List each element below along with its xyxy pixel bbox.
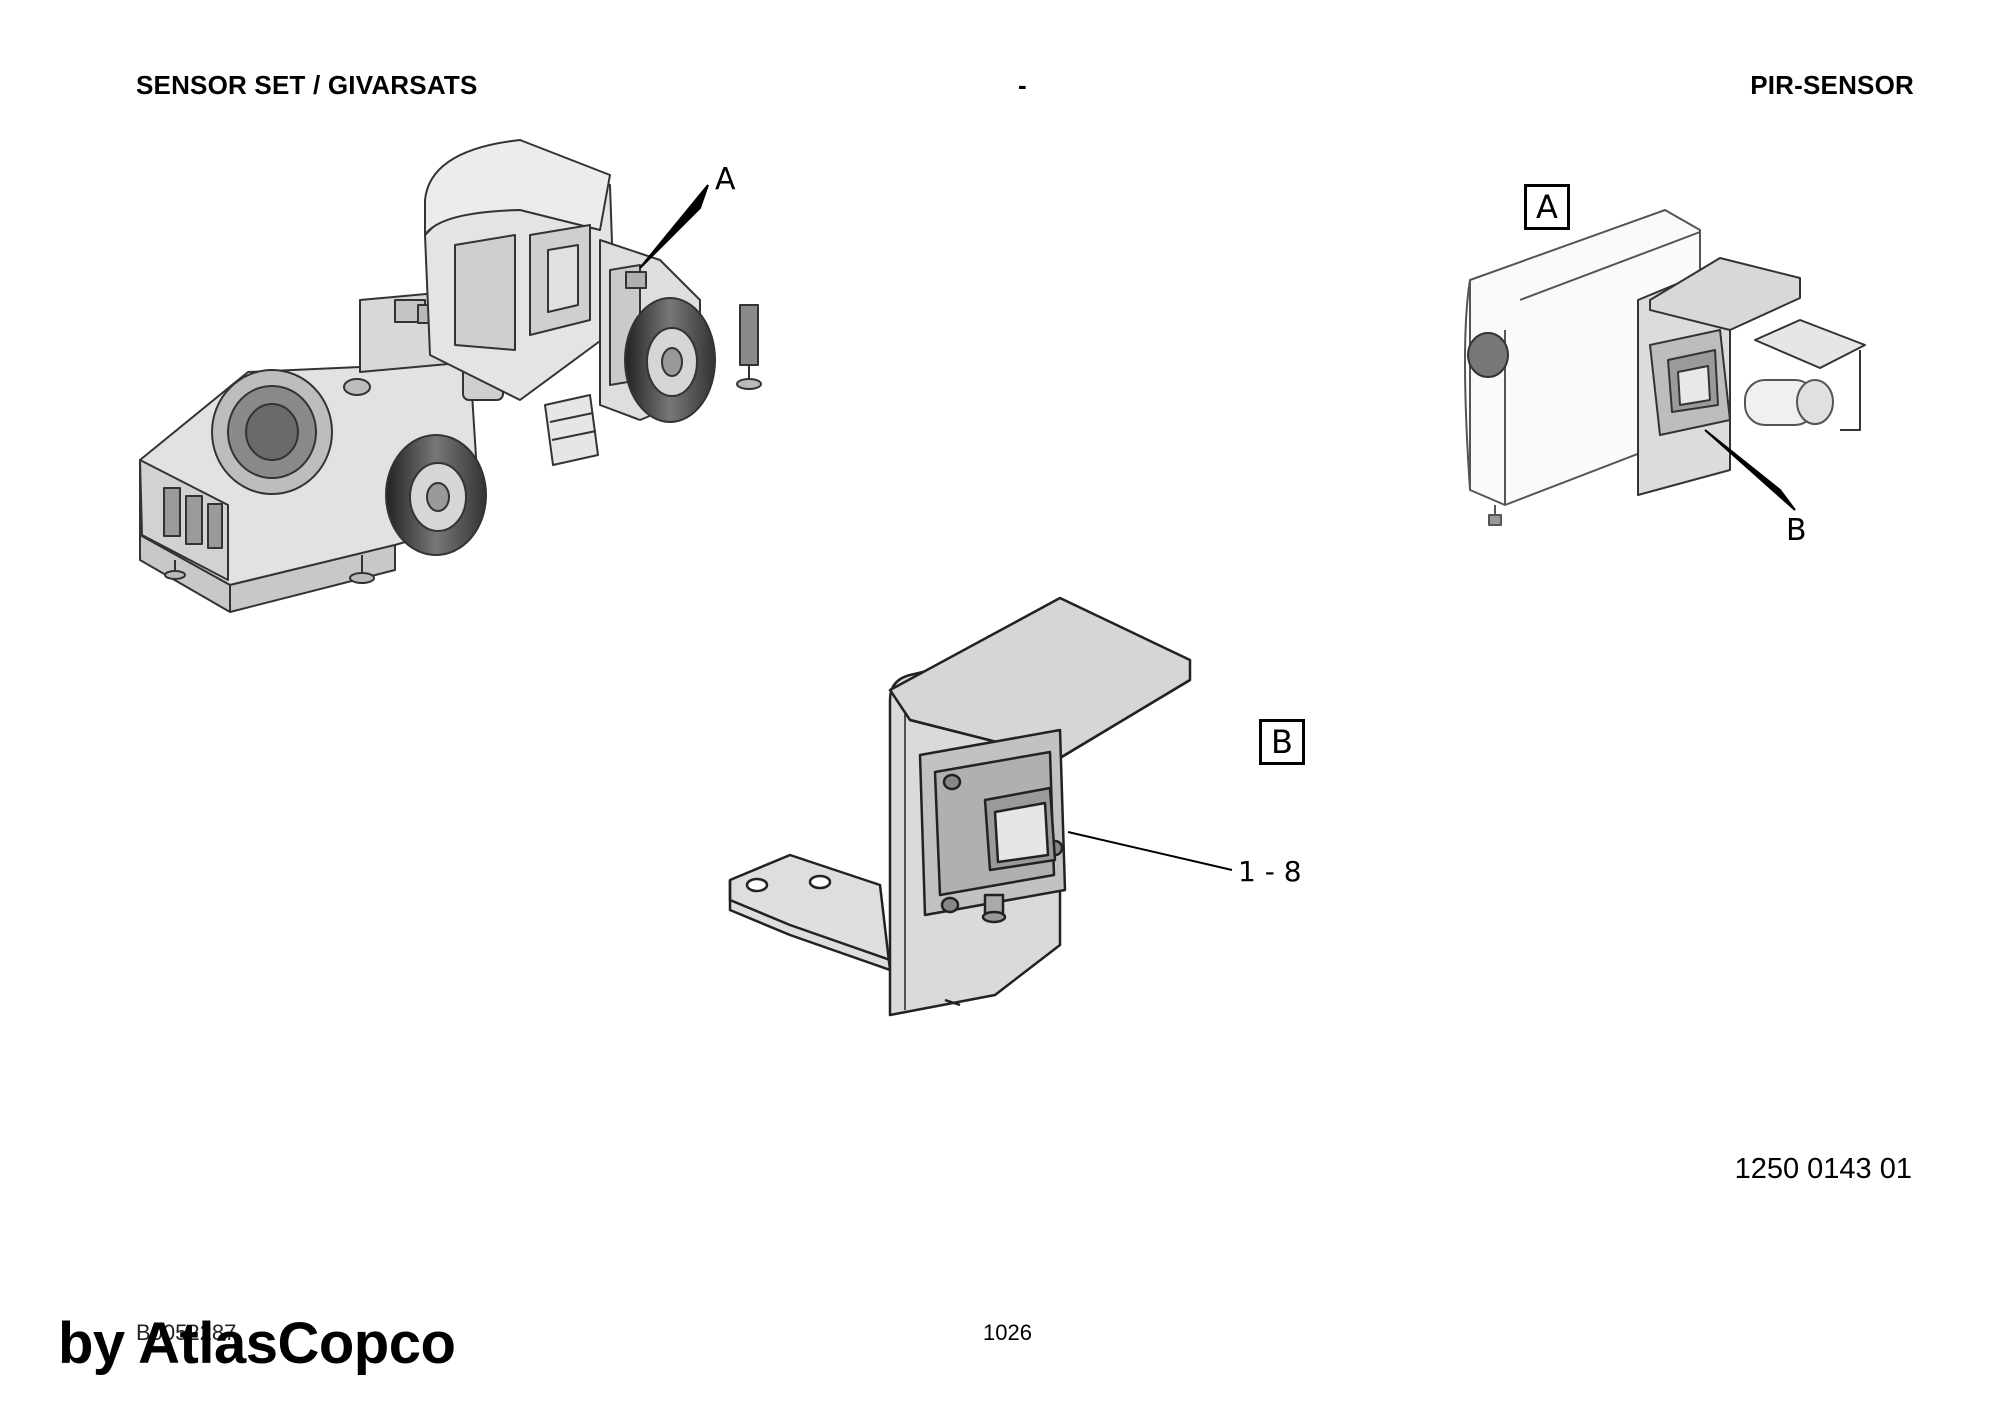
part-number: 1250 0143 01 <box>1734 1153 1912 1185</box>
callout-a-pointer <box>639 184 709 269</box>
leader-line-items <box>1067 831 1233 871</box>
view-a-box-label: A <box>1524 184 1570 230</box>
header-title-right: PIR-SENSOR <box>1750 70 1914 100</box>
document-code: B0052287 <box>136 1320 237 1345</box>
sensor-assembly-illustration <box>1464 209 1866 526</box>
callout-items-label: 1 - 8 <box>1238 855 1302 888</box>
page-number: 1026 <box>983 1320 1032 1345</box>
callout-b-pointer <box>1704 429 1796 511</box>
header-title-left: SENSOR SET / GIVARSATS <box>136 70 478 100</box>
watermark: by AtlasCopco <box>58 1311 456 1376</box>
sensor-bracket-illustration <box>728 596 1192 1017</box>
vehicle-illustration <box>139 139 762 613</box>
view-b-box-label: B <box>1259 719 1305 765</box>
callout-b-label: B <box>1786 513 1807 548</box>
callout-a-label: A <box>715 162 736 197</box>
header-dash: - <box>1018 70 1027 100</box>
